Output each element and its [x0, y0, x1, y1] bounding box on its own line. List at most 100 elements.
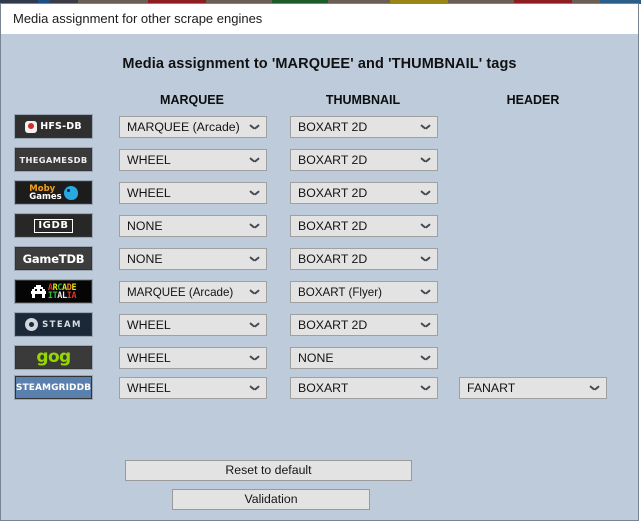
thumbnail-select-gametdb[interactable]: BOXART 2D: [290, 248, 438, 270]
thumbnail-select-value: BOXART (Flyer): [298, 286, 382, 299]
engine-logo-arcade-italia: ARCADE ITALIA: [14, 279, 93, 304]
header-select-steamgriddb[interactable]: FANART: [459, 377, 607, 399]
chevron-down-icon: [421, 124, 430, 130]
chevron-down-icon: [421, 322, 430, 328]
chevron-down-icon: [421, 355, 430, 361]
thumbnail-select-value: BOXART 2D: [298, 219, 368, 233]
engine-logo-hfs-db: HFS-DB: [14, 114, 93, 139]
chevron-down-icon: [421, 289, 430, 295]
marquee-select-gametdb[interactable]: NONE: [119, 248, 267, 270]
marquee-select-value: WHEEL: [127, 381, 171, 395]
chevron-down-icon: [421, 256, 430, 262]
background-desktop-strip: [0, 0, 641, 4]
header-select-value: FANART: [467, 381, 516, 395]
table-row: STEAM WHEEL BOXART 2D: [1, 310, 638, 342]
hfs-db-mark-icon: [25, 120, 38, 133]
engine-name-label: HFS-DB: [40, 121, 82, 132]
chevron-down-icon: [250, 256, 259, 262]
thumbnail-select-mobygames[interactable]: BOXART 2D: [290, 182, 438, 204]
thumbnail-select-igdb[interactable]: BOXART 2D: [290, 215, 438, 237]
marquee-select-value: MARQUEE (Arcade): [127, 120, 240, 134]
validation-button[interactable]: Validation: [172, 489, 370, 510]
title-bar[interactable]: Media assignment for other scrape engine…: [1, 4, 638, 34]
column-header-thumbnail: THUMBNAIL: [325, 93, 401, 107]
marquee-select-value: NONE: [127, 219, 163, 233]
arcade-italia-line2: ITALIA: [47, 290, 77, 301]
chevron-down-icon: [421, 157, 430, 163]
engine-logo-mobygames: Moby Games: [14, 180, 93, 205]
marquee-select-mobygames[interactable]: WHEEL: [119, 182, 267, 204]
chevron-down-icon: [590, 385, 599, 391]
thumbnail-select-value: BOXART 2D: [298, 318, 368, 332]
window-title: Media assignment for other scrape engine…: [13, 11, 263, 26]
table-row: HFS-DB MARQUEE (Arcade) BOXART 2D: [1, 112, 638, 144]
engine-name-label: THEGAMESDB: [19, 154, 88, 165]
table-row: STEAMGRIDDB WHEEL BOXART FANART: [1, 373, 638, 405]
thumbnail-select-hfs-db[interactable]: BOXART 2D: [290, 116, 438, 138]
thumbnail-select-gog[interactable]: NONE: [290, 347, 438, 369]
table-row: Moby Games WHEEL BOXART 2D: [1, 178, 638, 210]
steam-valve-icon: [25, 318, 39, 331]
chevron-down-icon: [250, 124, 259, 130]
arcade-italia-line1: ARCADE: [47, 282, 77, 293]
thumbnail-select-arcade-italia[interactable]: BOXART (Flyer): [290, 281, 438, 303]
marquee-select-igdb[interactable]: NONE: [119, 215, 267, 237]
marquee-select-value: NONE: [127, 252, 163, 266]
chevron-down-icon: [421, 190, 430, 196]
engine-name-label: gog: [36, 347, 71, 367]
dialog-client-area: Media assignment to 'MARQUEE' and 'THUMB…: [1, 34, 638, 520]
thumbnail-select-value: BOXART 2D: [298, 153, 368, 167]
marquee-select-steam[interactable]: WHEEL: [119, 314, 267, 336]
engine-name-label: STEAMGRIDDB: [16, 382, 91, 393]
table-row: THEGAMESDB WHEEL BOXART 2D: [1, 145, 638, 177]
thumbnail-select-value: BOXART 2D: [298, 120, 368, 134]
marquee-select-value: WHEEL: [127, 318, 171, 332]
thumbnail-select-value: BOXART: [298, 381, 349, 395]
chevron-down-icon: [250, 223, 259, 229]
table-row: gog WHEEL NONE: [1, 343, 638, 375]
chevron-down-icon: [250, 157, 259, 163]
reset-to-default-button[interactable]: Reset to default: [125, 460, 412, 481]
chevron-down-icon: [250, 322, 259, 328]
chevron-down-icon: [250, 190, 259, 196]
chevron-down-icon: [250, 355, 259, 361]
engine-logo-steamgriddb: STEAMGRIDDB: [14, 375, 93, 400]
dialog-window: Media assignment for other scrape engine…: [0, 3, 639, 521]
engine-logo-gametdb: GameTDB: [14, 246, 93, 271]
engine-logo-igdb: IGDB: [14, 213, 93, 238]
column-header-marquee: MARQUEE: [160, 93, 224, 107]
table-row: GameTDB NONE BOXART 2D: [1, 244, 638, 276]
thumbnail-select-value: BOXART 2D: [298, 252, 368, 266]
marquee-select-value: MARQUEE (Arcade): [127, 286, 234, 299]
chevron-down-icon: [421, 223, 430, 229]
thumbnail-select-thegamesdb[interactable]: BOXART 2D: [290, 149, 438, 171]
mobygames-line1: Moby: [29, 183, 56, 194]
marquee-select-arcade-italia[interactable]: MARQUEE (Arcade): [119, 281, 267, 303]
engine-name-label: STEAM: [42, 319, 82, 330]
engine-logo-thegamesdb: THEGAMESDB: [14, 147, 93, 172]
marquee-select-value: WHEEL: [127, 351, 171, 365]
marquee-select-gog[interactable]: WHEEL: [119, 347, 267, 369]
mobygames-blob-icon: [63, 185, 78, 200]
chevron-down-icon: [250, 289, 259, 295]
thumbnail-select-value: BOXART 2D: [298, 186, 368, 200]
marquee-select-steamgriddb[interactable]: WHEEL: [119, 377, 267, 399]
table-row: IGDB NONE BOXART 2D: [1, 211, 638, 243]
engine-name-label: GameTDB: [22, 251, 85, 266]
engine-logo-gog: gog: [14, 345, 93, 370]
table-row: ARCADE ITALIA MARQUEE (Arcade) BOXART (F…: [1, 277, 638, 309]
marquee-select-hfs-db[interactable]: MARQUEE (Arcade): [119, 116, 267, 138]
page-title: Media assignment to 'MARQUEE' and 'THUMB…: [122, 56, 517, 72]
space-invader-icon: [30, 285, 46, 298]
engine-logo-steam: STEAM: [14, 312, 93, 337]
marquee-select-thegamesdb[interactable]: WHEEL: [119, 149, 267, 171]
column-header-header: HEADER: [506, 93, 560, 107]
thumbnail-select-steam[interactable]: BOXART 2D: [290, 314, 438, 336]
marquee-select-value: WHEEL: [127, 186, 171, 200]
thumbnail-select-value: NONE: [298, 351, 334, 365]
chevron-down-icon: [250, 385, 259, 391]
thumbnail-select-steamgriddb[interactable]: BOXART: [290, 377, 438, 399]
marquee-select-value: WHEEL: [127, 153, 171, 167]
chevron-down-icon: [421, 385, 430, 391]
mobygames-line2: Games: [29, 191, 62, 202]
